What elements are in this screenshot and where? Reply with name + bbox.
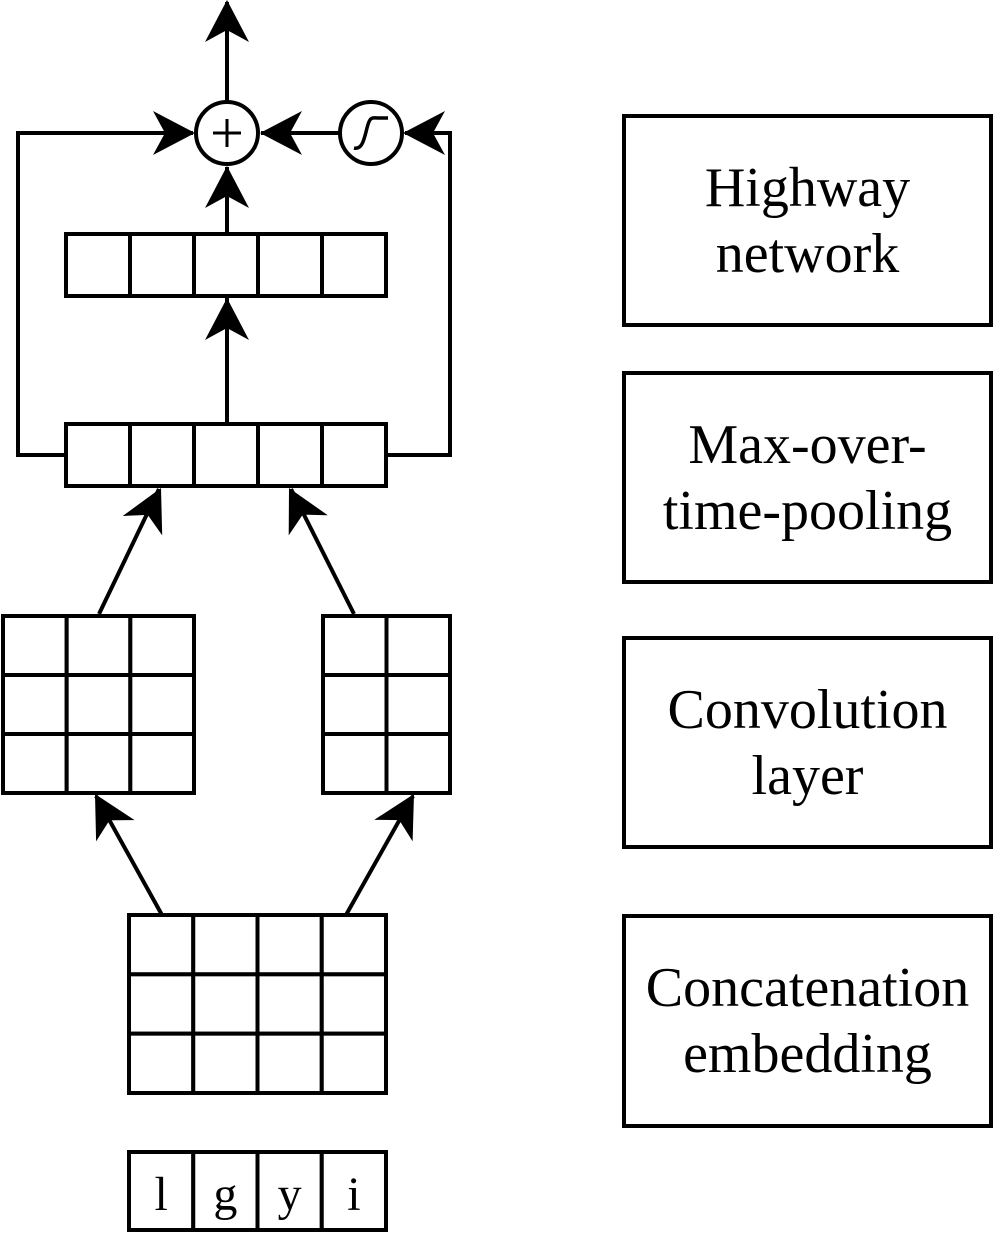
pooled-vector-cell	[64, 422, 132, 488]
pooled-vector-cell	[320, 422, 388, 488]
conv-filter-left	[1, 614, 196, 795]
layer-label-line: time-pooling	[662, 479, 953, 542]
conv-filter-left-cell	[64, 673, 133, 736]
layer-label-highway: Highway network	[622, 114, 993, 327]
pooling-to-highway-arrowhead	[205, 298, 249, 340]
conv-filter-left-cell	[128, 673, 196, 736]
gate-arrowhead	[403, 111, 445, 155]
embedding-right-arrowhead	[374, 794, 414, 842]
embedding-matrix-cell	[319, 913, 388, 977]
highway-to-sum-arrowhead	[205, 166, 249, 208]
conv-filter-right-cell	[321, 673, 389, 736]
embedding-matrix-cell	[191, 972, 260, 1036]
layer-label-line: Convolution	[667, 678, 948, 741]
layer-label-line: Max-over-	[688, 413, 927, 476]
skip-arrowhead	[153, 111, 195, 155]
gate-path-right	[386, 131, 452, 457]
gate-to-sum-arrowhead	[260, 111, 302, 155]
highway-vector-cell	[320, 232, 388, 298]
highway-vector-cell	[64, 232, 132, 298]
conv-filter-right-cell	[321, 732, 389, 795]
input-character: l	[154, 1168, 167, 1221]
layer-label-line: network	[715, 222, 900, 285]
embedding-matrix-cell	[319, 972, 388, 1036]
layer-label-embedding: Concatenation embedding	[622, 914, 993, 1128]
embedding-matrix-cell	[319, 1031, 388, 1095]
embedding-matrix-cell	[191, 913, 260, 977]
conv-filter-left-cell	[128, 732, 196, 795]
conv-filter-left-cell	[1, 614, 69, 677]
highway-vector-cell	[256, 232, 324, 298]
output-arrowhead	[205, 0, 249, 42]
layer-label-pooling: Max-over- time-pooling	[622, 371, 993, 584]
sigmoid-gate-node	[338, 100, 404, 166]
sigmoid-icon	[353, 116, 388, 150]
embedding-matrix	[127, 913, 388, 1095]
layer-label-line: layer	[751, 744, 864, 807]
embedding-matrix-cell	[255, 1031, 324, 1095]
highway-vector	[64, 232, 388, 298]
conv-filter-right	[321, 614, 452, 795]
layer-label-convolution: Convolution layer	[622, 636, 993, 849]
conv-left-arrowhead	[122, 488, 163, 536]
conv-filter-left-cell	[64, 614, 133, 677]
embedding-matrix-cell	[127, 972, 196, 1036]
embedding-matrix-cell	[127, 913, 196, 977]
sum-node	[194, 100, 260, 166]
embedding-matrix-cell	[127, 1031, 196, 1095]
conv-filter-left-cell	[64, 732, 133, 795]
input-character-boxes-cell	[255, 1150, 324, 1232]
highway-vector-cell	[192, 232, 260, 298]
conv-filter-left-cell	[1, 673, 69, 736]
embedding-matrix-cell	[255, 972, 324, 1036]
layer-label-line: embedding	[683, 1023, 932, 1085]
embedding-matrix-cell	[191, 1031, 260, 1095]
embedding-matrix-cell	[255, 913, 324, 977]
input-character-boxes-cell	[319, 1150, 388, 1232]
conv-filter-left-cell	[128, 614, 196, 677]
pooled-vector	[64, 422, 388, 488]
pooled-vector-cell	[128, 422, 196, 488]
conv-filter-right-cell	[384, 732, 452, 795]
conv-filter-left-cell	[1, 732, 69, 795]
input-character: g	[213, 1168, 237, 1221]
conv-filter-right-cell	[384, 673, 452, 736]
input-character: i	[347, 1168, 360, 1221]
pooled-vector-cell	[256, 422, 324, 488]
highway-vector-cell	[128, 232, 196, 298]
layer-label-line: Concatenation	[645, 957, 970, 1019]
pooled-vector-cell	[192, 422, 260, 488]
conv-filter-right-cell	[384, 614, 452, 677]
plus-icon	[213, 119, 241, 147]
skip-connection-left	[16, 131, 193, 457]
conv-filter-right-cell	[321, 614, 389, 677]
layer-label-line: Highway	[704, 156, 911, 219]
conv-right-arrowhead	[288, 488, 328, 536]
embedding-left-arrowhead	[95, 794, 135, 842]
input-character: y	[278, 1168, 302, 1221]
input-character-boxes	[127, 1150, 388, 1232]
